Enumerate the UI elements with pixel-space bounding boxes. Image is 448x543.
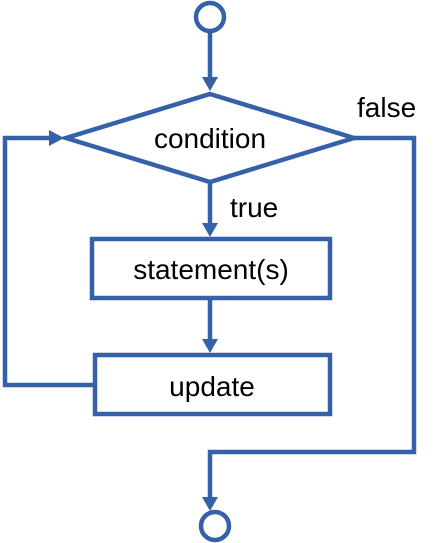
start-terminator	[193, 0, 227, 34]
true-label: true	[230, 192, 278, 223]
loop-back-arrow	[2, 135, 95, 388]
end-terminator	[198, 509, 232, 543]
loop-back-arrowhead	[49, 130, 64, 146]
condition-label: condition	[154, 123, 266, 154]
start-to-condition-arrowhead	[202, 77, 218, 91]
false-branch-arrow	[207, 135, 417, 498]
statement-to-update-arrowhead	[202, 339, 218, 353]
false-branch-arrowhead	[202, 497, 218, 511]
update-box	[92, 352, 333, 417]
true-branch-arrowhead	[202, 223, 218, 237]
false-label: false	[357, 92, 416, 123]
update-label: update	[169, 371, 255, 402]
statement-label: statement(s)	[133, 254, 289, 285]
statement-box	[89, 236, 333, 301]
